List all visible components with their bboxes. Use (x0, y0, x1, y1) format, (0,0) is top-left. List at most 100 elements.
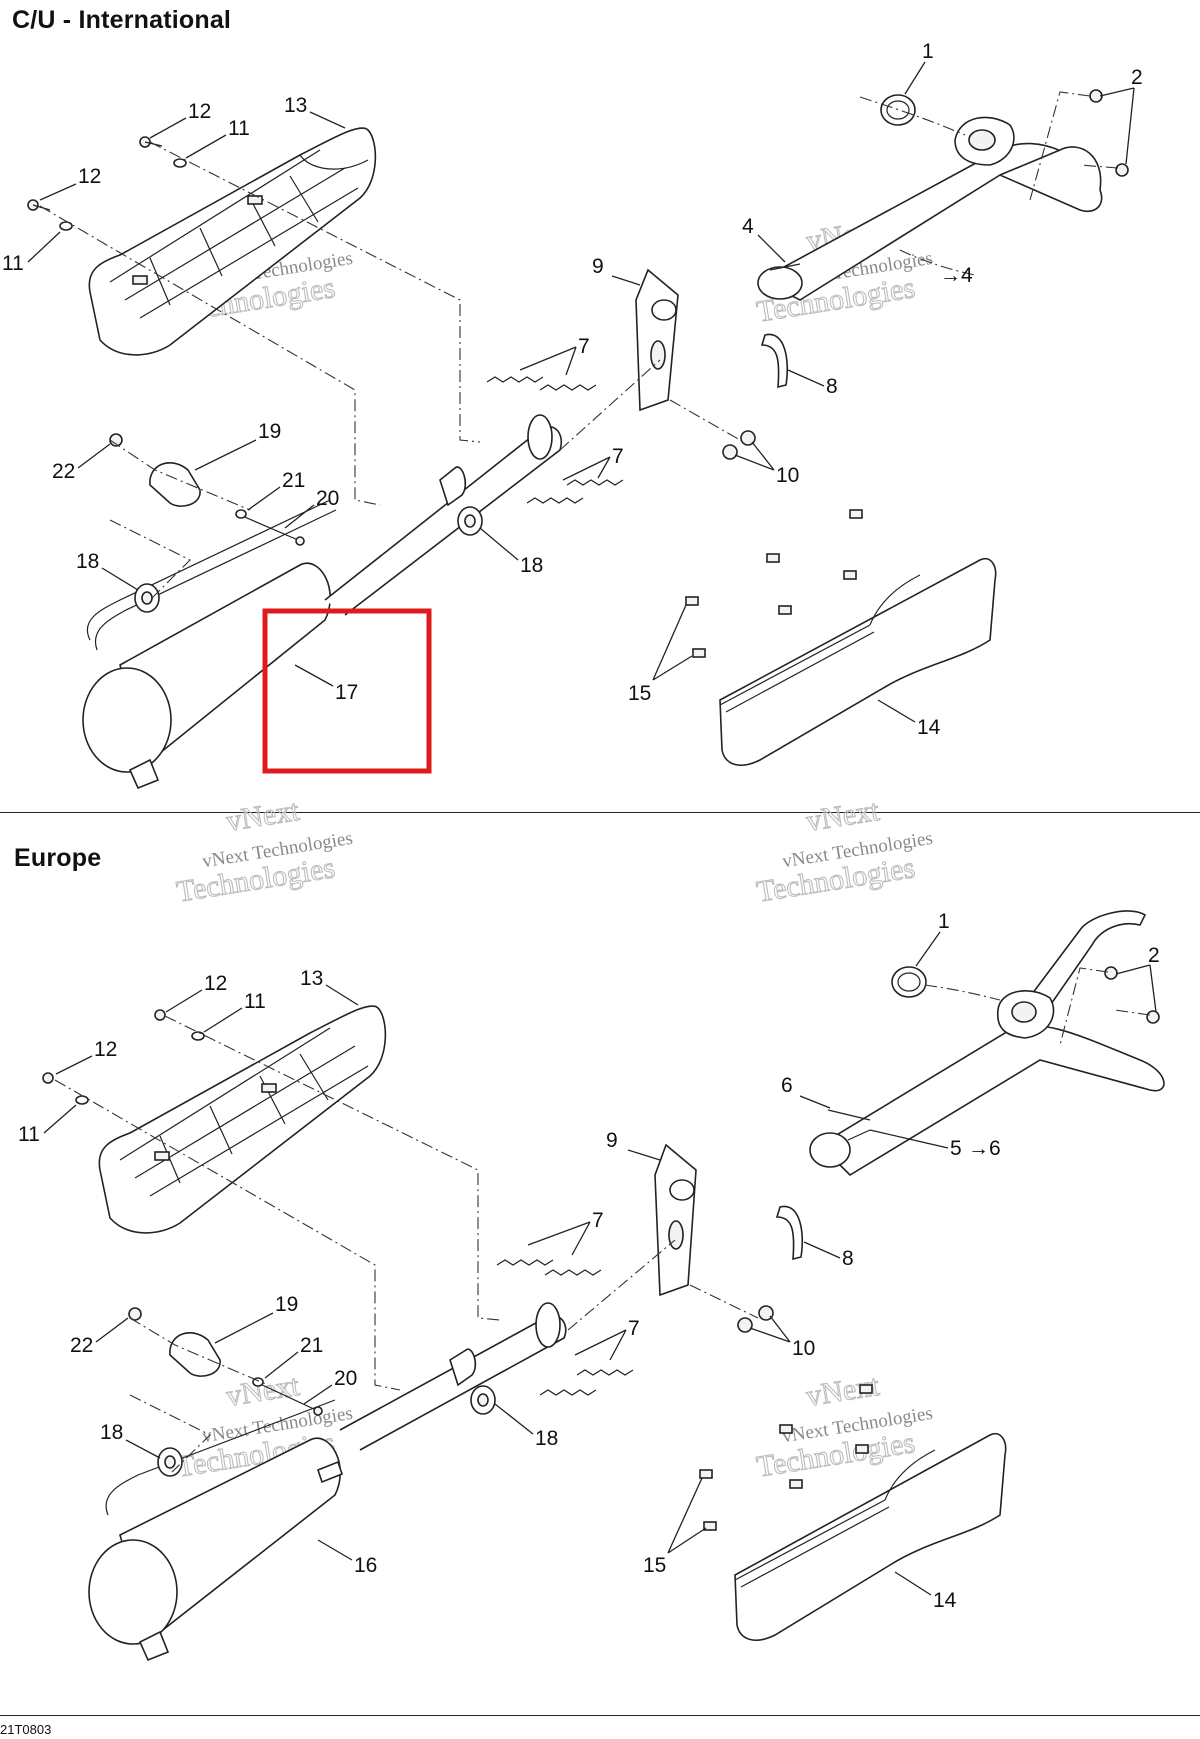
nut-22-eu (128, 1307, 142, 1321)
washer-21 (235, 509, 247, 519)
callout-14: 14 (917, 716, 941, 739)
nut-2-lower-eu (1146, 1010, 1160, 1024)
washer-11-upper (173, 158, 187, 168)
callout-13-eu: 13 (300, 967, 323, 990)
bolt-10-b (722, 444, 738, 460)
callout-4: 4 (742, 215, 754, 238)
grommet-8 (760, 333, 789, 389)
callout-17: 17 (335, 681, 358, 704)
springs-7-lower (526, 479, 624, 504)
clamp-19 (149, 461, 201, 507)
europe-assembly: 1 2 5 →6 6 7 7 8 9 10 11 11 12 12 (18, 910, 1165, 1662)
callout-18-right-eu: 18 (535, 1427, 558, 1450)
washer-11-lower-eu (75, 1095, 89, 1105)
section-divider (0, 812, 1200, 813)
callout-12-lower-eu: 12 (94, 1038, 117, 1061)
section-title-europe: Europe (14, 844, 102, 872)
nut-2-lower (1115, 163, 1129, 177)
callout-11-upper-eu: 11 (244, 990, 266, 1013)
springs-7-upper (486, 376, 597, 391)
callout-6-eu: 6 (781, 1074, 793, 1097)
muffler-16-eu (88, 1302, 567, 1662)
exhaust-pipe-eu (818, 910, 1165, 1177)
callout-8-eu: 8 (842, 1247, 854, 1270)
callout-10: 10 (776, 464, 799, 487)
callouts-top: 1 2 4 →4 7 7 8 9 10 11 11 12 12 13 (2, 40, 1143, 739)
callout-21-eu: 21 (300, 1334, 323, 1357)
callout-2: 2 (1131, 66, 1143, 89)
callout-12-upper: 12 (188, 100, 211, 123)
callout-18-left-eu: 18 (100, 1421, 123, 1444)
screw-12-lower (27, 199, 51, 211)
callout-22-eu: 22 (70, 1334, 93, 1357)
drawing-reference-code: 21T0803 (0, 1722, 52, 1737)
callout-12-lower: 12 (78, 165, 101, 188)
washer-11-upper-eu (191, 1031, 205, 1041)
callout-14-eu: 14 (933, 1589, 957, 1612)
callouts-bottom: 1 2 5 →6 6 7 7 8 9 10 11 11 12 12 (18, 910, 1160, 1612)
footer-divider (0, 1715, 1200, 1716)
callout-1: 1 (922, 40, 934, 63)
callout-9: 9 (592, 255, 604, 278)
assembly-lines-top (39, 91, 1119, 601)
bolt-20 (239, 514, 305, 546)
springs-7-upper-eu (496, 1259, 602, 1276)
callout-5-eu: 5 (950, 1137, 962, 1160)
callout-2-eu: 2 (1148, 944, 1160, 967)
callout-10-eu: 10 (792, 1337, 815, 1360)
callout-16-eu: 16 (354, 1554, 377, 1577)
callout-9-eu: 9 (606, 1129, 618, 1152)
callout-22: 22 (52, 460, 75, 483)
muffler-17 (82, 414, 562, 790)
clamp-5-eu (809, 1129, 871, 1168)
callout-20-eu: 20 (334, 1367, 357, 1390)
heat-shield-13 (88, 127, 377, 356)
bracket-9 (635, 268, 679, 412)
watermark-mid-right: vNext vNext Technologies Technologies (754, 793, 934, 909)
heat-shield-14 (719, 558, 997, 766)
grommet-8-eu (775, 1205, 804, 1261)
callout-7-lower-eu: 7 (628, 1317, 640, 1340)
watermark-line1: vNext (224, 1369, 302, 1413)
callout-15: 15 (628, 682, 651, 705)
bolt-10-b-eu (737, 1317, 753, 1333)
clamp-19-eu (169, 1331, 221, 1377)
grommet-18-left-eu (157, 1447, 183, 1477)
callout-7-upper: 7 (578, 335, 590, 358)
clips-15-eu (699, 1384, 873, 1531)
callout-19-eu: 19 (275, 1293, 298, 1316)
highlight-box-17 (262, 608, 432, 774)
washer-11-lower (59, 221, 73, 231)
callout-11-lower-eu: 11 (18, 1123, 40, 1146)
grommet-18-right (457, 506, 483, 536)
gasket-1-eu (891, 966, 927, 998)
section-title-international: C/U - International (12, 6, 232, 34)
grommet-18-left (134, 583, 160, 613)
callout-ref-4: →4 (940, 264, 973, 287)
screw-12-lower-eu (42, 1072, 54, 1084)
callout-20: 20 (316, 487, 339, 510)
watermark-mid-left: vNext vNext Technologies Technologies (174, 793, 354, 909)
bolt-10-a-eu (758, 1305, 774, 1321)
callout-ref-6-eu: →6 (968, 1137, 1001, 1160)
callout-18-right: 18 (520, 554, 543, 577)
heat-shield-14-eu (734, 1433, 1007, 1641)
callout-12-upper-eu: 12 (204, 972, 227, 995)
callout-21: 21 (282, 469, 305, 492)
bracket-9-eu (654, 1143, 697, 1297)
heat-shield-13-eu (98, 1005, 387, 1234)
grommet-18-right-eu (470, 1385, 496, 1415)
nut-2-upper-eu (1104, 966, 1118, 980)
callout-1-eu: 1 (938, 910, 950, 933)
callout-7-upper-eu: 7 (592, 1209, 604, 1232)
callout-18-left: 18 (76, 550, 99, 573)
callout-11-upper: 11 (228, 117, 250, 140)
callout-11-lower: 11 (2, 252, 24, 275)
bolt-20-eu (257, 1382, 323, 1416)
clamp-4 (757, 263, 803, 300)
watermark-line1: vNext (224, 794, 302, 838)
screw-12-upper-eu (154, 1009, 166, 1021)
watermark-line1: vNext (804, 794, 882, 838)
callout-15-eu: 15 (643, 1554, 666, 1577)
